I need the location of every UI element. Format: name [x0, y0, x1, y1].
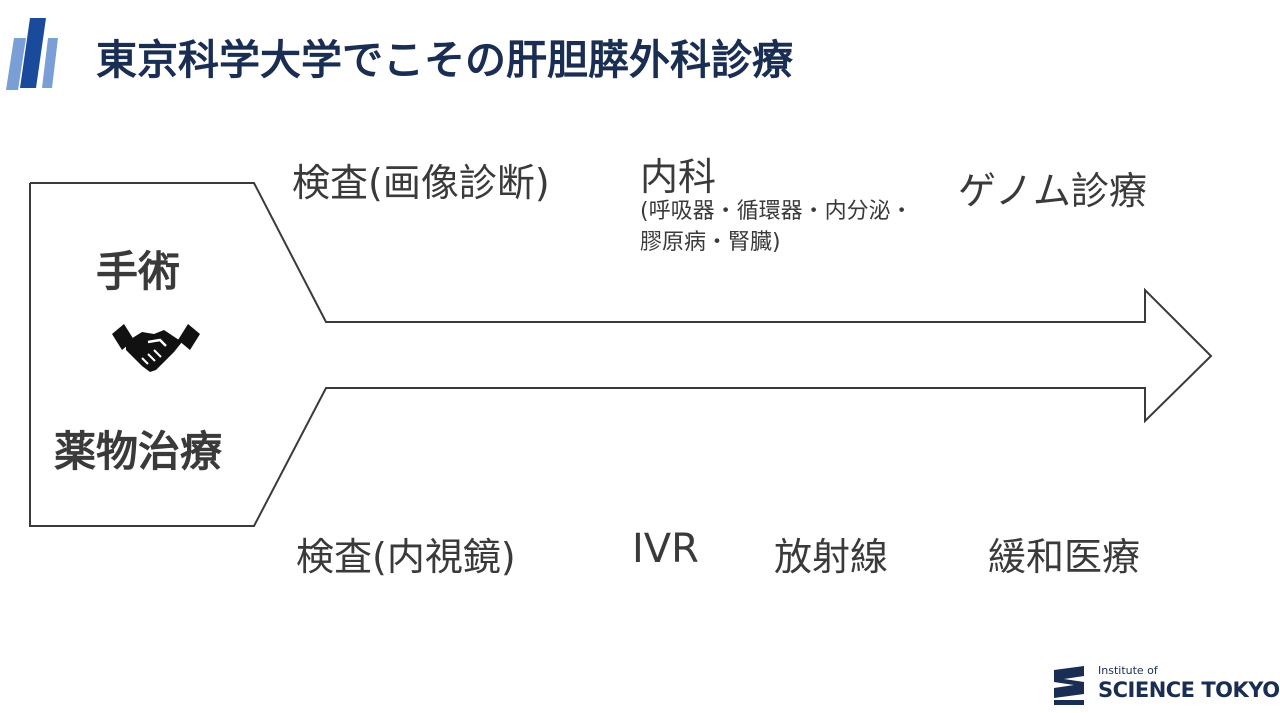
- topic-genome-medicine: ゲノム診療: [958, 169, 1147, 213]
- science-tokyo-logo-icon: [1054, 666, 1084, 705]
- accent-bar-dark: [20, 18, 46, 88]
- diagram-outline-top: [29, 182, 1213, 527]
- topic-internal-medicine: 内科: [640, 155, 717, 199]
- slide-title: 東京科学大学でこその肝胆膵外科診療: [96, 36, 793, 84]
- topic-palliative-care: 緩和医療: [988, 535, 1141, 579]
- logo-small-text: Institute of: [1098, 664, 1158, 677]
- accent-bar-light-2: [42, 38, 58, 88]
- handshake-icon: [112, 324, 200, 372]
- topic-radiation: 放射線: [774, 535, 889, 579]
- surgery-label: 手術: [96, 247, 181, 296]
- topic-ivr: IVR: [632, 526, 699, 572]
- drug-therapy-label: 薬物治療: [54, 427, 223, 476]
- topic-endoscopy: 検査(内視鏡): [296, 535, 516, 579]
- accent-bar-light: [6, 38, 26, 90]
- internal-medicine-detail: (呼吸器・循環器・内分泌・膠原病・腎臓): [640, 199, 913, 255]
- logo-big-text: SCIENCE TOKYO: [1098, 678, 1280, 702]
- topic-imaging-diagnosis: 検査(画像診断): [292, 161, 550, 205]
- title-accent-bars: [6, 18, 58, 90]
